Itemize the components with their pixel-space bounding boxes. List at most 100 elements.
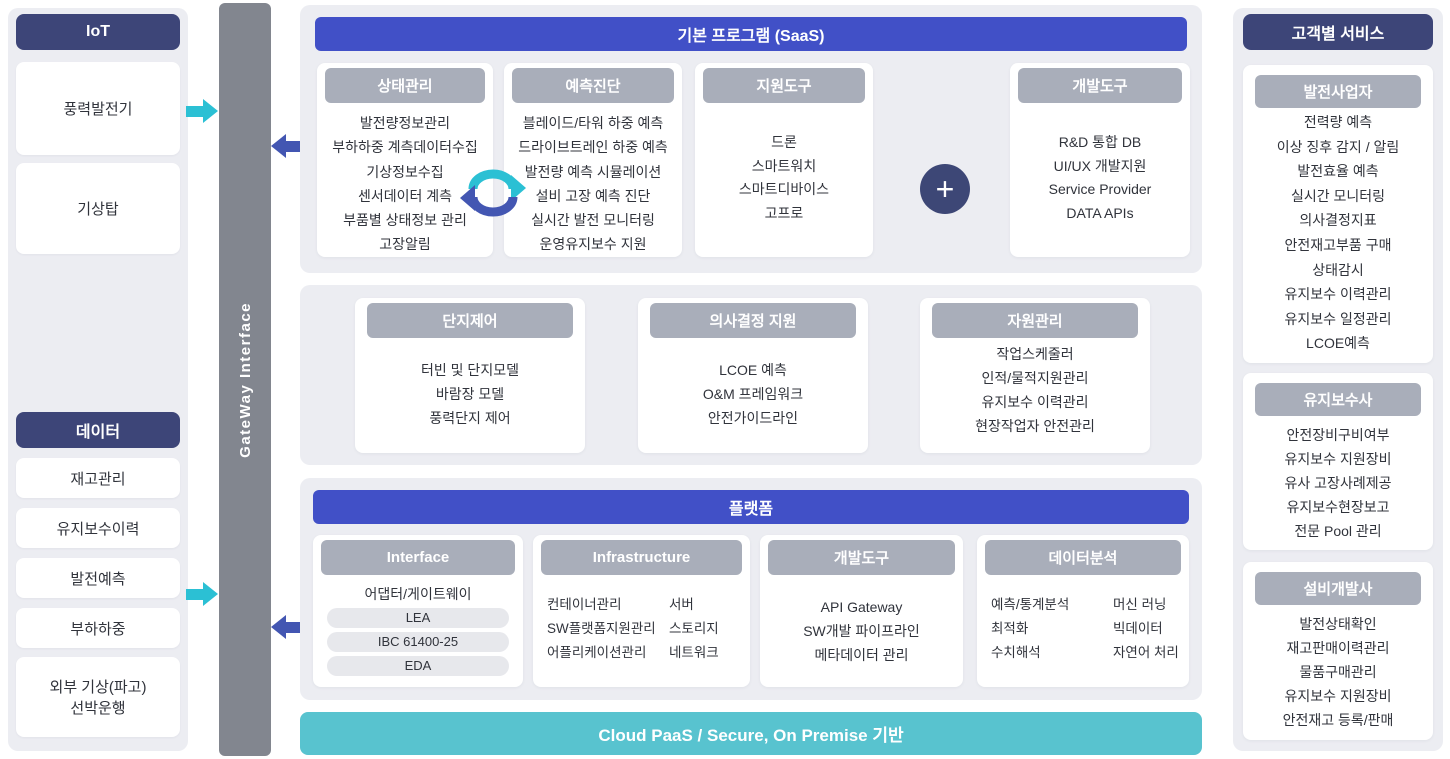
- list-item: 안전재고부품 구매: [1284, 236, 1392, 253]
- list-item: LEA: [327, 608, 509, 628]
- box-dev-tools-header: 개발도구: [1018, 68, 1182, 103]
- list-item: 발전량정보관리: [359, 115, 451, 131]
- list-item: 운영유지보수 지원: [539, 236, 647, 253]
- group-power-producer-header: 발전사업자: [1255, 75, 1421, 108]
- box-resource-management-header: 자원관리: [932, 303, 1138, 338]
- list-item: UI/UX 개발지원: [1053, 157, 1147, 174]
- arrow-left-icon: [271, 615, 303, 639]
- list-item: EDA: [327, 656, 509, 676]
- card-external-weather: 외부 기상(파고) 선박운행: [16, 657, 180, 737]
- saas-title-bar: 기본 프로그램 (SaaS): [315, 17, 1187, 51]
- group-equipment-developer-header: 설비개발사: [1255, 572, 1421, 605]
- list-item: 스마트디바이스: [738, 181, 830, 197]
- list-item: 설비 고장 예측 진단: [535, 187, 651, 204]
- list-item: 고프로: [764, 204, 804, 221]
- list-item: 이상 징후 감지 / 알림: [1276, 138, 1400, 155]
- list-item: 안전가이드라인: [707, 410, 799, 426]
- list-item: 유지보수 일정관리: [1284, 310, 1392, 327]
- list-item: 안전장비구비여부: [1286, 427, 1390, 443]
- box-platform-devtools-header: 개발도구: [768, 540, 955, 575]
- list-item: DATA APIs: [1066, 204, 1134, 221]
- list-item: LCOE예측: [1306, 335, 1370, 352]
- list-item: 터빈 및 단지모델: [421, 362, 519, 378]
- card-maintenance-history: 유지보수이력: [16, 508, 180, 548]
- arrow-shaft: [186, 105, 203, 117]
- list-item: LCOE 예측: [719, 362, 787, 378]
- list-item: 물품구매관리: [1299, 664, 1377, 680]
- card-load: 부하하중: [16, 608, 180, 648]
- iot-header: IoT: [16, 14, 180, 50]
- list-item: 부품별 상태정보 관리: [343, 212, 467, 229]
- list-item: 드라이브트레인 하중 예측: [518, 139, 668, 156]
- list-item: 최적화: [991, 621, 1029, 636]
- list-item: Service Provider: [1048, 181, 1152, 197]
- list-item: 전력량 예측: [1303, 114, 1373, 130]
- card-weather-tower: 기상탑: [16, 163, 180, 254]
- list-item: 풍력단지 제어: [429, 410, 511, 426]
- card-inventory: 재고관리: [16, 458, 180, 498]
- list-item: 인적/물적지원관리: [981, 370, 1089, 386]
- sync-arrows-icon: [460, 169, 526, 217]
- arrow-shaft: [286, 621, 303, 633]
- list-item: R&D 통합 DB: [1058, 134, 1142, 150]
- list-item: 예측/통계분석: [991, 597, 1070, 612]
- list-item: 메타데이터 관리: [814, 647, 909, 663]
- card-wind-turbine: 풍력발전기: [16, 62, 180, 155]
- box-decision-support-header: 의사결정 지원: [650, 303, 856, 338]
- platform-title-bar: 플랫폼: [313, 490, 1189, 524]
- list-item: 유지보수 이력관리: [1284, 286, 1392, 303]
- list-item: 작업스케줄러: [996, 346, 1074, 362]
- list-item: 부하하중 계측데이터수집: [332, 139, 478, 156]
- plus-icon: +: [920, 164, 970, 214]
- list-item: O&M 프레임워크: [702, 386, 804, 402]
- arrow-head: [203, 582, 218, 606]
- list-item: 전문 Pool 관리: [1294, 523, 1382, 539]
- list-item: 유지보수 이력관리: [981, 394, 1089, 410]
- arrow-head: [203, 99, 218, 123]
- list-item: 실시간 발전 모니터링: [531, 212, 655, 229]
- arrow-left-icon: [271, 134, 303, 158]
- list-item: 머신 러닝: [1113, 597, 1167, 612]
- list-item: SW개발 파이프라인: [803, 623, 920, 639]
- box-predictive-diagnosis-header: 예측진단: [512, 68, 674, 103]
- list-item: 유지보수 지원장비: [1284, 451, 1392, 467]
- list-item: SW플랫폼지원관리: [547, 621, 656, 636]
- list-item: 재고판매이력관리: [1286, 640, 1390, 656]
- arrow-head: [271, 134, 286, 158]
- list-item: 어플리케이션관리: [547, 645, 647, 660]
- box-support-tools-header: 지원도구: [703, 68, 865, 103]
- list-item: 스마트워치: [751, 157, 817, 174]
- list-item: 의사결정지표: [1299, 212, 1377, 229]
- list-item: 빅데이터: [1113, 621, 1163, 636]
- box-dev-tools: 개발도구 R&D 통합 DB UI/UX 개발지원 Service Provider…: [1010, 63, 1190, 257]
- list-item: API Gateway: [820, 599, 903, 615]
- box-data-analytics-header: 데이터분석: [985, 540, 1181, 575]
- list-item: 유사 고장사례제공: [1284, 475, 1392, 491]
- list-item: 드론: [771, 134, 797, 150]
- data-header: 데이터: [16, 412, 180, 448]
- list-item: 현장작업자 안전관리: [975, 418, 1095, 434]
